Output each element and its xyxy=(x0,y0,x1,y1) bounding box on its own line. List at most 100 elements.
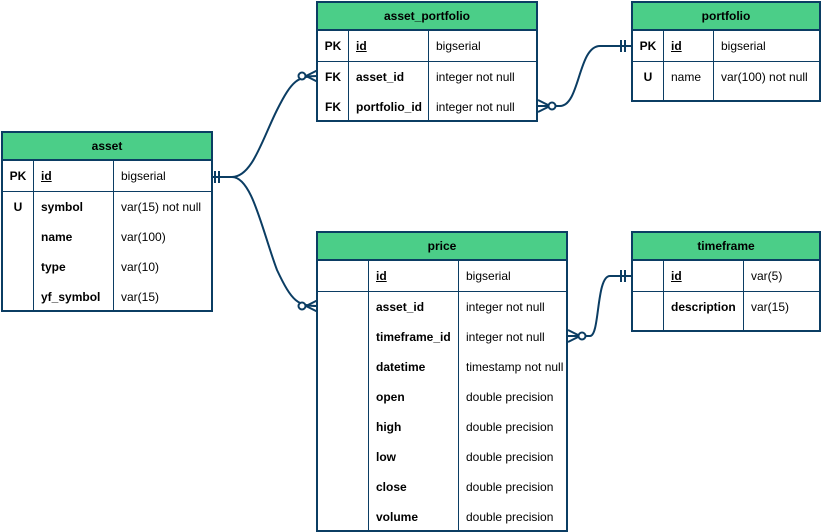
table-row: id var(5) xyxy=(633,261,819,291)
table-row: yf_symbol var(15) xyxy=(3,282,211,312)
table-row: PK id bigserial xyxy=(633,31,819,61)
column-name: description xyxy=(671,300,736,314)
column-name: id xyxy=(41,169,52,183)
table-row: open double precision xyxy=(318,382,566,412)
column-type: integer not null xyxy=(466,300,545,314)
key-label: PK xyxy=(639,39,657,53)
key-label xyxy=(3,282,33,312)
key-label: FK xyxy=(325,70,341,84)
column-type: bigserial xyxy=(466,269,511,283)
column-type: var(15) xyxy=(121,290,160,304)
column-name: asset_id xyxy=(376,300,425,314)
column-name: id xyxy=(356,39,367,53)
column-name: id xyxy=(376,269,387,283)
table-row: type var(10) xyxy=(3,252,211,282)
column-name: high xyxy=(376,420,402,434)
key-label xyxy=(318,472,368,502)
key-label xyxy=(318,292,368,322)
column-name: id xyxy=(671,39,682,53)
column-type: bigserial xyxy=(436,39,481,53)
column-name: asset_id xyxy=(356,70,405,84)
zero-marker-asset-portfolio xyxy=(297,71,307,81)
table-asset-portfolio[interactable]: asset_portfolio PK id bigserial FK asset… xyxy=(316,1,538,122)
table-row: FK portfolio_id integer not null xyxy=(318,92,536,122)
table-portfolio[interactable]: portfolio PK id bigserial U name var(100… xyxy=(631,1,821,102)
table-row: name var(100) xyxy=(3,222,211,252)
table-row: high double precision xyxy=(318,412,566,442)
column-name: low xyxy=(376,450,396,464)
table-row: datetime timestamp not null xyxy=(318,352,566,382)
key-label: PK xyxy=(9,169,27,183)
table-title: asset xyxy=(3,133,211,161)
key-label xyxy=(318,382,368,412)
column-name: id xyxy=(671,269,682,283)
one-marker-portfolio xyxy=(620,40,626,52)
table-title: portfolio xyxy=(633,3,819,31)
one-marker-asset xyxy=(214,171,220,183)
column-name: datetime xyxy=(376,360,426,374)
column-type: bigserial xyxy=(721,39,766,53)
key-label xyxy=(318,322,368,352)
column-type: bigserial xyxy=(121,169,166,183)
table-row: close double precision xyxy=(318,472,566,502)
one-marker-timeframe xyxy=(620,270,626,282)
key-label: PK xyxy=(324,39,342,53)
column-type: double precision xyxy=(466,480,554,494)
connector-asset-to-asset-portfolio xyxy=(212,75,319,178)
key-label xyxy=(3,222,33,252)
zero-marker-price xyxy=(297,301,307,311)
column-name: name xyxy=(671,70,702,84)
column-name: portfolio_id xyxy=(356,100,422,114)
table-timeframe[interactable]: timeframe id var(5) description var(15) xyxy=(631,231,821,332)
key-label: FK xyxy=(325,100,341,114)
key-label xyxy=(318,502,368,532)
table-asset[interactable]: asset PK id bigserial U symbol var(15) n… xyxy=(1,131,213,312)
table-row: timeframe_id integer not null xyxy=(318,322,566,352)
column-type: timestamp not null xyxy=(466,360,564,374)
key-label: U xyxy=(643,70,653,84)
column-name: name xyxy=(41,230,73,244)
connector-price-to-timeframe xyxy=(568,275,632,337)
table-row: FK asset_id integer not null xyxy=(318,62,536,92)
column-name: close xyxy=(376,480,407,494)
column-type: integer not null xyxy=(466,330,545,344)
table-row: PK id bigserial xyxy=(3,161,211,191)
connector-asset-portfolio-to-portfolio xyxy=(538,45,632,107)
column-name: symbol xyxy=(41,200,84,214)
table-row: volume double precision xyxy=(318,502,566,532)
zero-marker-asset-portfolio-right xyxy=(547,101,557,111)
column-type: double precision xyxy=(466,390,554,404)
key-label xyxy=(318,442,368,472)
column-type: var(5) xyxy=(751,269,783,283)
column-name: type xyxy=(41,260,66,274)
table-price[interactable]: price id bigserial asset_id integer not … xyxy=(316,231,568,532)
table-row: PK id bigserial xyxy=(318,31,536,61)
zero-marker-price-right xyxy=(577,331,587,341)
connector-asset-to-price xyxy=(212,176,319,307)
column-type: var(100) xyxy=(121,230,166,244)
table-title: price xyxy=(318,233,566,261)
key-label: U xyxy=(13,200,23,214)
table-title: timeframe xyxy=(633,233,819,261)
table-title: asset_portfolio xyxy=(318,3,536,31)
table-row: description var(15) xyxy=(633,292,819,322)
key-label xyxy=(3,252,33,282)
column-type: var(100) not null xyxy=(721,70,808,84)
column-type: double precision xyxy=(466,420,554,434)
column-type: double precision xyxy=(466,450,554,464)
key-label xyxy=(318,352,368,382)
key-label xyxy=(318,261,368,291)
key-label xyxy=(318,412,368,442)
column-type: var(15) not null xyxy=(121,200,202,214)
key-label xyxy=(633,261,663,291)
table-row: asset_id integer not null xyxy=(318,292,566,322)
column-name: open xyxy=(376,390,405,404)
key-label xyxy=(633,292,663,322)
table-row: low double precision xyxy=(318,442,566,472)
table-row: U name var(100) not null xyxy=(633,62,819,92)
table-row: U symbol var(15) not null xyxy=(3,192,211,222)
column-type: double precision xyxy=(466,510,554,524)
column-type: integer not null xyxy=(436,100,515,114)
column-type: var(10) xyxy=(121,260,160,274)
